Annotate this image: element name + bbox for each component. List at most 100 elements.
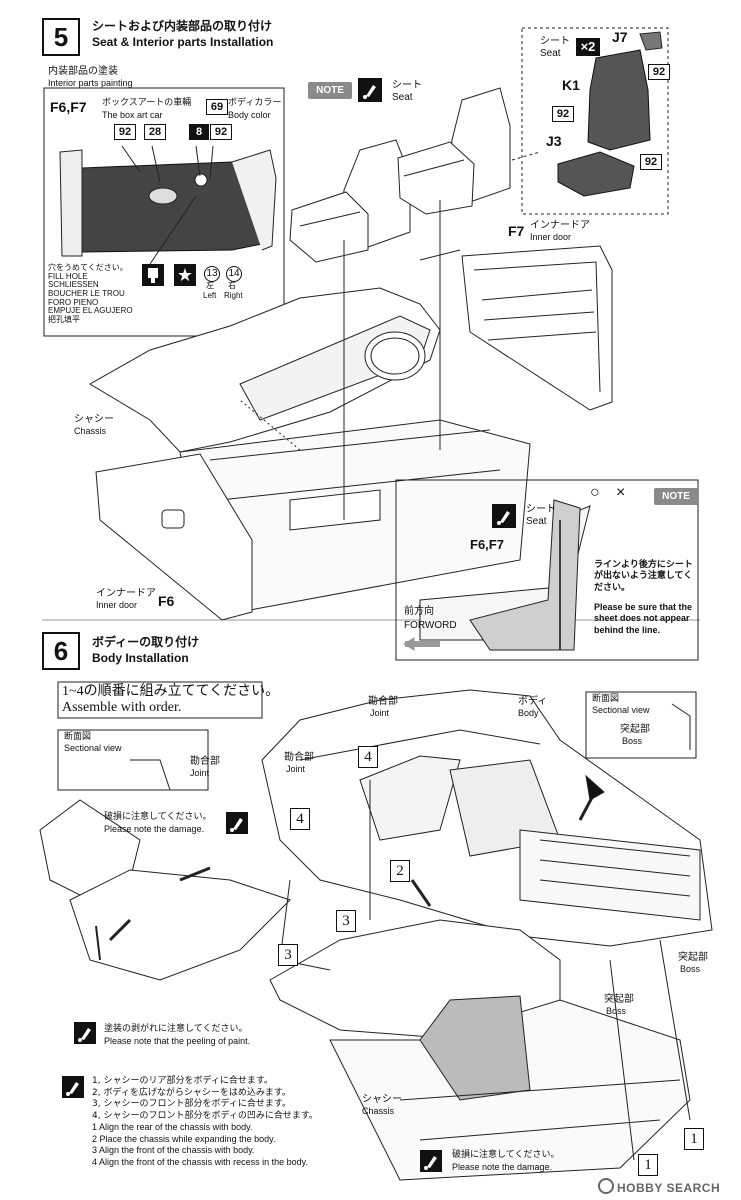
order-num-3-a: 3 <box>336 910 356 932</box>
order-jp: 1~4の順番に組み立ててください。 <box>62 684 280 699</box>
watermark-text: HOBBY SEARCH <box>617 1181 721 1195</box>
door-f6 <box>95 453 253 621</box>
chassis-side <box>69 869 291 981</box>
seat-color-92-a: 92 <box>648 64 670 80</box>
part-k1: K1 <box>562 77 580 93</box>
note2-box <box>395 479 699 661</box>
brush-icon-2 <box>492 504 516 528</box>
joint-mid-en: Joint <box>286 764 306 774</box>
boss-side-en: Boss <box>606 1006 627 1016</box>
seat-color-92-b: 92 <box>552 106 574 122</box>
color-92-badge-2: 92 <box>210 124 232 140</box>
order-en: Assemble with order. <box>62 700 182 715</box>
chassis6-jp: シャシー <box>362 1094 402 1105</box>
left-jp: 左 <box>206 281 214 290</box>
step-5-number: 5 <box>42 18 80 56</box>
bodycolor-jp: ボディカラー <box>228 98 282 108</box>
seat-right <box>397 87 511 215</box>
step-5-title-en: Seat & Interior parts Installation <box>92 35 274 49</box>
chassis6-en: Chassis <box>362 1106 395 1116</box>
forward-en: FORWORD <box>404 620 457 631</box>
chassis-step5 <box>89 287 531 611</box>
color-28-badge: 28 <box>144 124 166 140</box>
brush-glyph-6 <box>424 1156 437 1170</box>
painting-title-en: Interior parts painting <box>48 78 133 88</box>
seat-detail-en: Seat <box>540 48 561 59</box>
left-en: Left <box>203 291 217 300</box>
door-panel-painted <box>81 161 263 253</box>
steps-list: 1, シャシーのリア部分をボディに合せます。 2, ボディを広げながらシャシーを… <box>92 1076 318 1167</box>
body-label-jp: ボディ <box>518 696 548 707</box>
door-f7 <box>461 245 613 411</box>
order-num-4-b: 4 <box>358 746 378 768</box>
brush-glyph-2 <box>497 511 510 525</box>
order-num-1-b: 1 <box>638 1154 658 1176</box>
order-num-1-a: 1 <box>684 1128 704 1150</box>
seat-label-en: Seat <box>392 92 413 103</box>
seat-left <box>289 139 411 263</box>
fill-hole-text: 穴をうめてください。 FILL HOLE SCHLIESSEN BOUCHER … <box>48 263 133 324</box>
body-label-en: Body <box>518 708 539 718</box>
brush-glyph <box>363 85 376 99</box>
note2-seat-jp: シート <box>526 504 556 515</box>
boss-rear-jp: 突起部 <box>678 952 708 963</box>
joint-left-jp: 勘合部 <box>190 756 220 767</box>
sectional-left-en: Sectional view <box>64 743 122 753</box>
brush-icon-5 <box>62 1076 84 1098</box>
sectional-box-left <box>57 729 209 791</box>
peel-en: Please note that the peeling of paint. <box>104 1036 251 1046</box>
watermark-logo: HOBBY SEARCH <box>598 1178 720 1195</box>
seat-detail-jp: シート <box>540 36 570 47</box>
sectional-box-right <box>585 691 697 759</box>
inner-door-f7-jp: インナードア <box>530 220 590 231</box>
right-jp: 右 <box>228 281 236 290</box>
order-box <box>57 681 263 719</box>
decal-13: 13 <box>204 266 220 282</box>
painting-box <box>43 87 285 337</box>
brush-glyph-5 <box>66 1082 79 1096</box>
decal-14: 14 <box>226 266 242 282</box>
note2-ng-mark: × <box>616 484 626 501</box>
brush-glyph-4 <box>78 1028 91 1042</box>
seat-label-jp: シート <box>392 80 422 91</box>
joint-top-jp: 勘合部 <box>368 696 398 707</box>
bodycolor-en: Body color <box>228 110 271 120</box>
fill-hole-glyph <box>148 268 158 283</box>
brush-icon-4 <box>74 1022 96 1044</box>
brush-glyph-3 <box>230 818 243 832</box>
part-f6: F6 <box>158 593 175 609</box>
seat-cushion-j3 <box>557 151 635 197</box>
boxart-jp: ボックスアートの車輛 <box>102 98 192 108</box>
seat-quantity: ×2 <box>576 38 600 56</box>
watermark-icon <box>598 1178 614 1194</box>
note-badge: NOTE <box>308 82 352 99</box>
note2-en-text: Please be sure that the sheet does not a… <box>594 602 693 635</box>
note2-badge: NOTE <box>654 488 698 505</box>
damage-top-jp: 破損に注意してください。 <box>104 812 212 822</box>
note2-seat-en: Seat <box>526 516 547 527</box>
note2-jp-text: ラインより後方にシート が出ないよう注意してく ださい。 <box>594 560 693 593</box>
boss-rear-en: Boss <box>680 964 701 974</box>
part-j7: J7 <box>612 29 628 45</box>
damage-bottom-en: Please note the damage. <box>452 1162 553 1172</box>
step-6-number: 6 <box>42 632 80 670</box>
boss-right-box-en: Boss <box>622 736 643 746</box>
step-6-title-en: Body Installation <box>92 651 189 665</box>
order-num-2: 2 <box>390 860 410 882</box>
part-j3: J3 <box>546 133 562 149</box>
chassis-label-jp: シャシー <box>74 414 114 425</box>
color-8-badge: 8 <box>189 124 209 140</box>
sectional-left-jp: 断面図 <box>64 732 92 742</box>
joint-mid-jp: 勘合部 <box>284 752 314 763</box>
damage-bottom-jp: 破損に注意してください。 <box>452 1150 560 1160</box>
color-92-badge: 92 <box>114 124 136 140</box>
parts-f6f7: F6,F7 <box>50 99 87 115</box>
brush-icon <box>358 78 382 102</box>
brush-icon-6 <box>420 1150 442 1172</box>
order-num-3-b: 3 <box>278 944 298 966</box>
inner-door-f7-en: Inner door <box>530 232 572 242</box>
chassis-step6 <box>269 919 691 1181</box>
forward-jp: 前方向 <box>404 606 434 617</box>
damage-top-en: Please note the damage. <box>104 824 205 834</box>
